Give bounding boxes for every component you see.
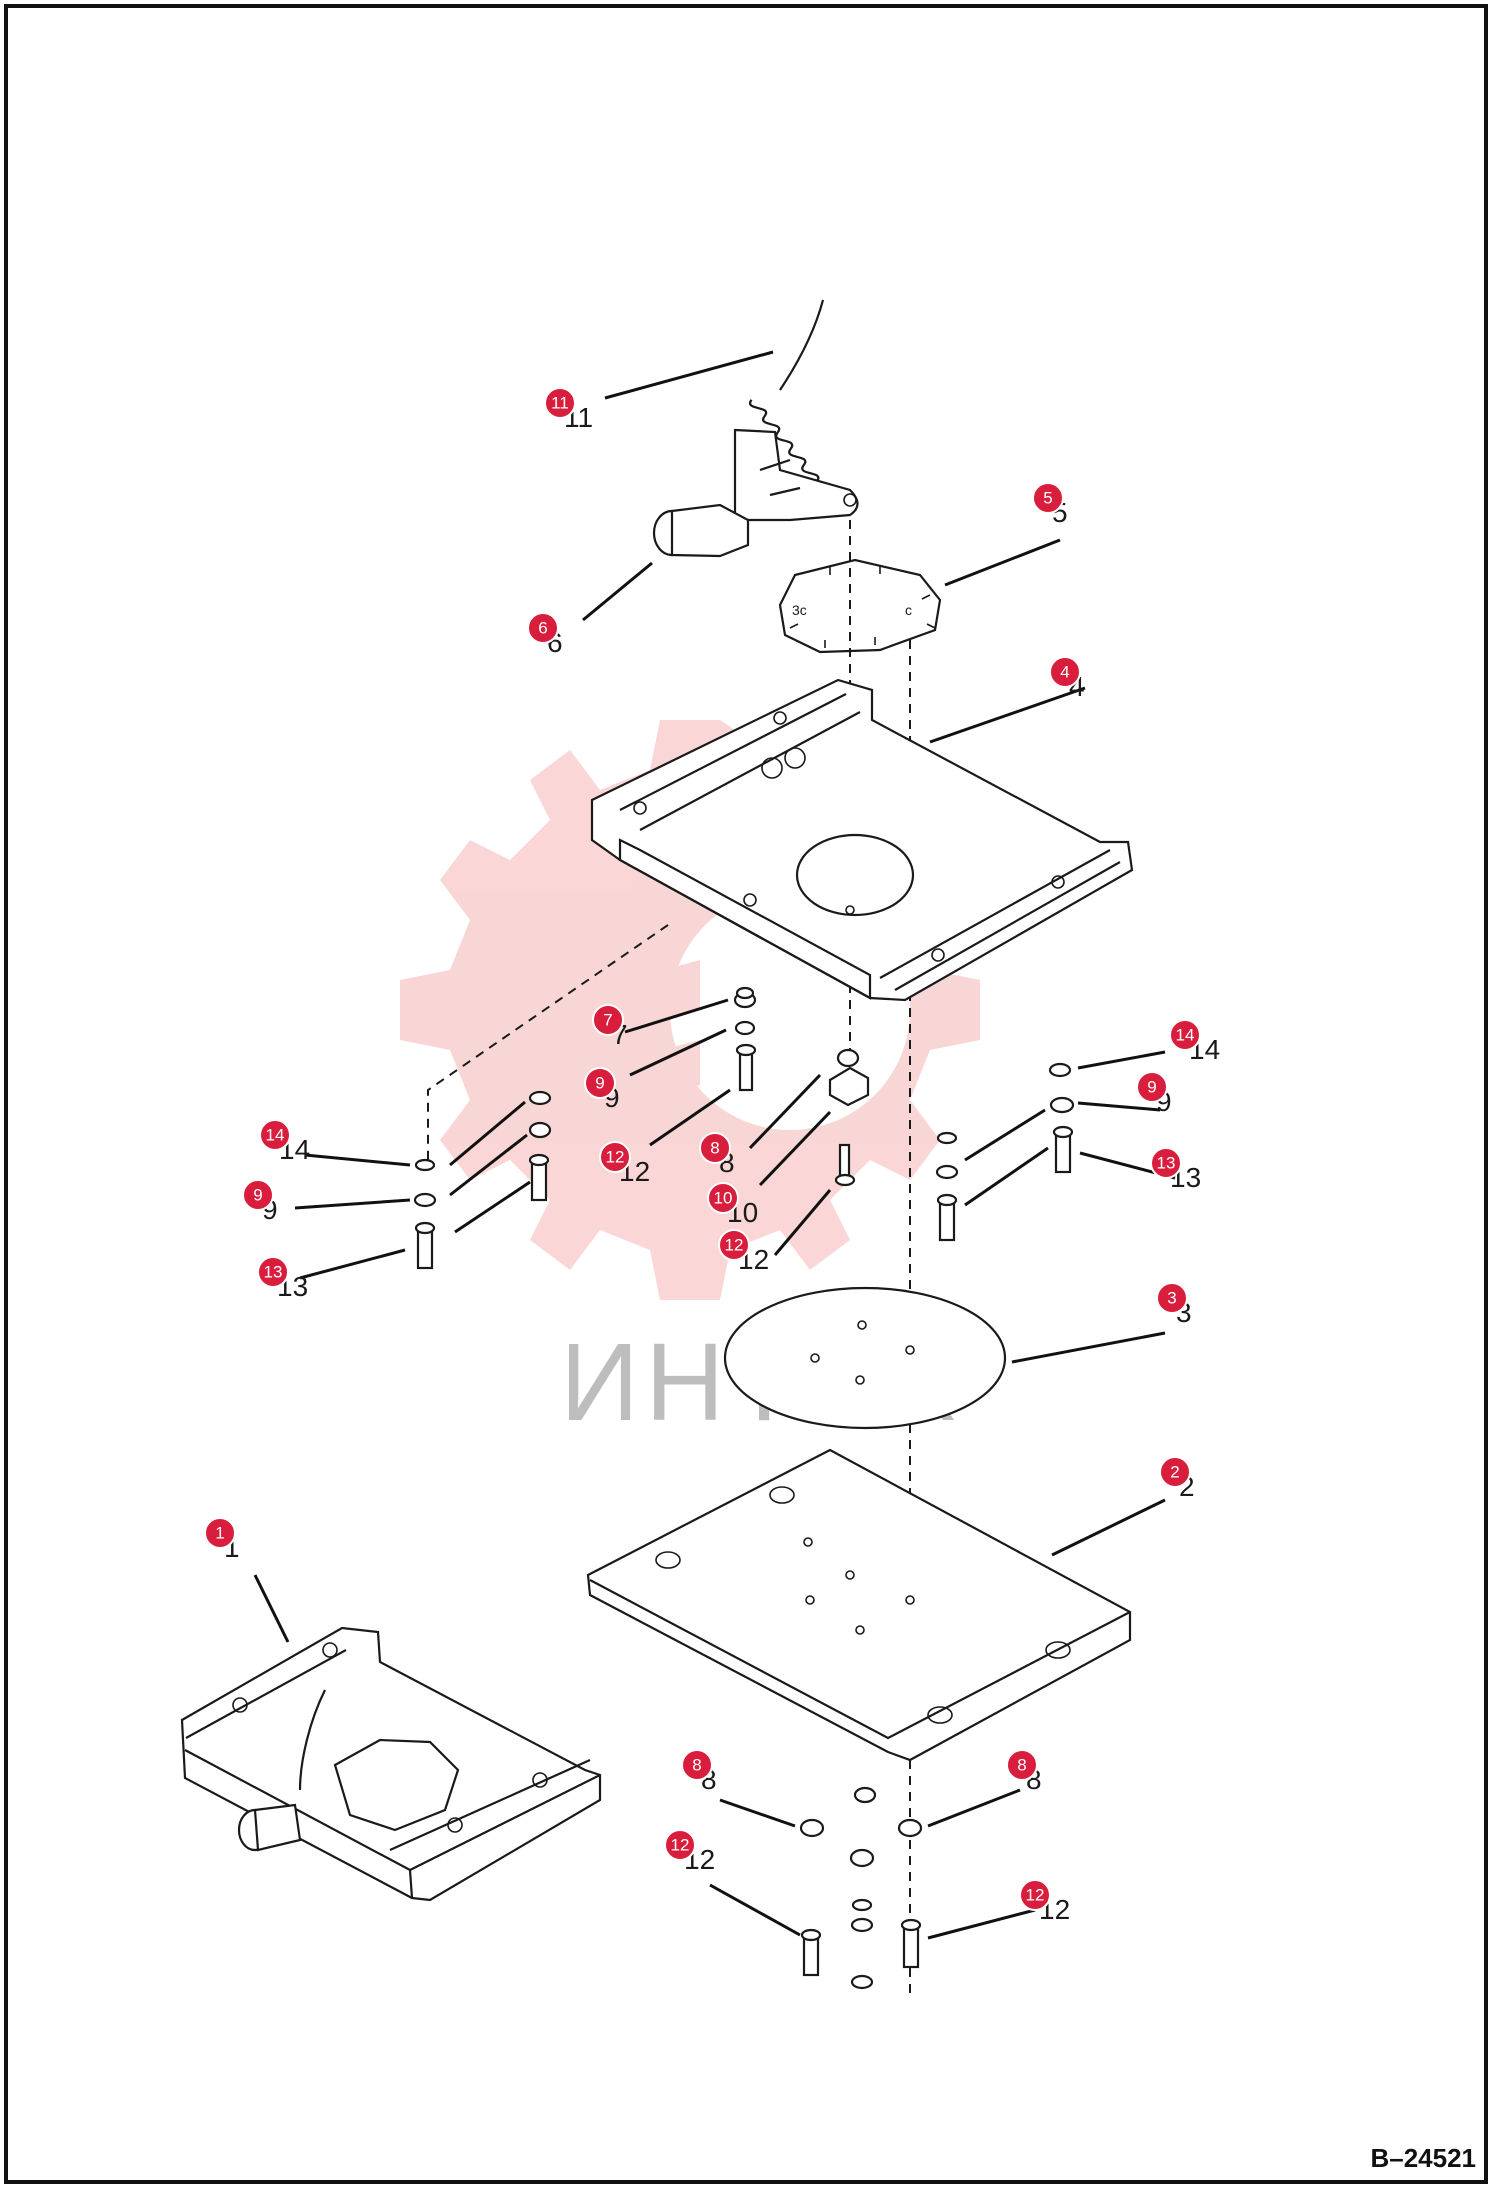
part-base-plate xyxy=(586,1448,1132,1762)
callout-marker-c9a: 9 xyxy=(584,1067,616,1099)
callout-marker-c8b: 8 xyxy=(681,1749,713,1781)
callout-marker-c9b: 9 xyxy=(242,1179,274,1211)
axis-line-left xyxy=(427,924,669,1160)
callout-label-c12d: 12 xyxy=(1026,1886,1045,1905)
callout-label-c2: 2 xyxy=(1170,1463,1179,1482)
callout-label-c9b: 9 xyxy=(253,1186,262,1205)
callout-label-c8c: 8 xyxy=(1017,1756,1026,1775)
callout-label-c1: 1 xyxy=(215,1524,224,1543)
part-hardware-right xyxy=(935,1062,1075,1242)
callout-label-c9c: 9 xyxy=(1147,1078,1156,1097)
callout-marker-c12b: 12 xyxy=(718,1229,750,1261)
callout-label-c14a: 14 xyxy=(266,1126,285,1145)
callout-marker-c12c: 12 xyxy=(664,1829,696,1861)
callout-label-c4: 4 xyxy=(1060,663,1069,682)
callout-label-c8b: 8 xyxy=(692,1756,701,1775)
leader-lines xyxy=(253,350,1176,1940)
callout-label-c5: 5 xyxy=(1043,489,1052,508)
callout-marker-c13b: 13 xyxy=(1150,1147,1182,1179)
callout-marker-c4: 4 xyxy=(1049,656,1081,688)
callout-label-c3: 3 xyxy=(1167,1289,1176,1308)
callout-marker-c14b: 14 xyxy=(1169,1019,1201,1051)
part-handle-lever xyxy=(652,428,859,558)
callout-marker-c3: 3 xyxy=(1156,1282,1188,1314)
callout-label-c12a: 12 xyxy=(606,1148,625,1167)
callout-label-c6: 6 xyxy=(538,619,547,638)
callout-label-c11: 11 xyxy=(551,394,569,413)
part-index-plate: 3c c xyxy=(778,558,942,654)
svg-text:c: c xyxy=(905,602,912,618)
callout-label-c12c: 12 xyxy=(671,1836,690,1855)
callout-marker-c1: 1 xyxy=(204,1517,236,1549)
svg-text:3c: 3c xyxy=(792,602,807,618)
callout-marker-c13a: 13 xyxy=(257,1256,289,1288)
callout-marker-c2: 2 xyxy=(1159,1456,1191,1488)
callout-label-c10: 10 xyxy=(714,1189,733,1208)
callout-marker-c14a: 14 xyxy=(259,1119,291,1151)
callout-marker-c5: 5 xyxy=(1032,482,1064,514)
part-slide-rail-plate xyxy=(590,678,1134,1002)
callout-label-c9a: 9 xyxy=(595,1074,604,1093)
callout-label-c7: 7 xyxy=(603,1011,612,1030)
callout-marker-c6: 6 xyxy=(527,612,559,644)
part-hardware-center xyxy=(733,986,870,1187)
callout-marker-c8c: 8 xyxy=(1006,1749,1038,1781)
callout-marker-c7: 7 xyxy=(592,1004,624,1036)
callout-marker-c12a: 12 xyxy=(599,1141,631,1173)
callout-label-c13b: 13 xyxy=(1157,1154,1176,1173)
drawing-code: B–24521 xyxy=(1370,2143,1476,2173)
part-seat-assembly xyxy=(180,1626,602,1902)
part-disc xyxy=(723,1286,1007,1430)
callout-marker-c10: 10 xyxy=(707,1182,739,1214)
drawing-frame xyxy=(4,4,1488,2184)
callout-label-c12b: 12 xyxy=(725,1236,744,1255)
callout-marker-c11: 11 xyxy=(544,387,576,419)
callout-label-c8a: 8 xyxy=(710,1139,719,1158)
part-hardware-bottom xyxy=(799,1786,923,1990)
callout-label-c13a: 13 xyxy=(264,1263,283,1282)
callout-marker-c9c: 9 xyxy=(1136,1071,1168,1103)
callout-marker-c12d: 12 xyxy=(1019,1879,1051,1911)
callout-label-c14b: 14 xyxy=(1176,1026,1195,1045)
part-hardware-left xyxy=(413,1090,552,1270)
callout-marker-c8a: 8 xyxy=(699,1132,731,1164)
